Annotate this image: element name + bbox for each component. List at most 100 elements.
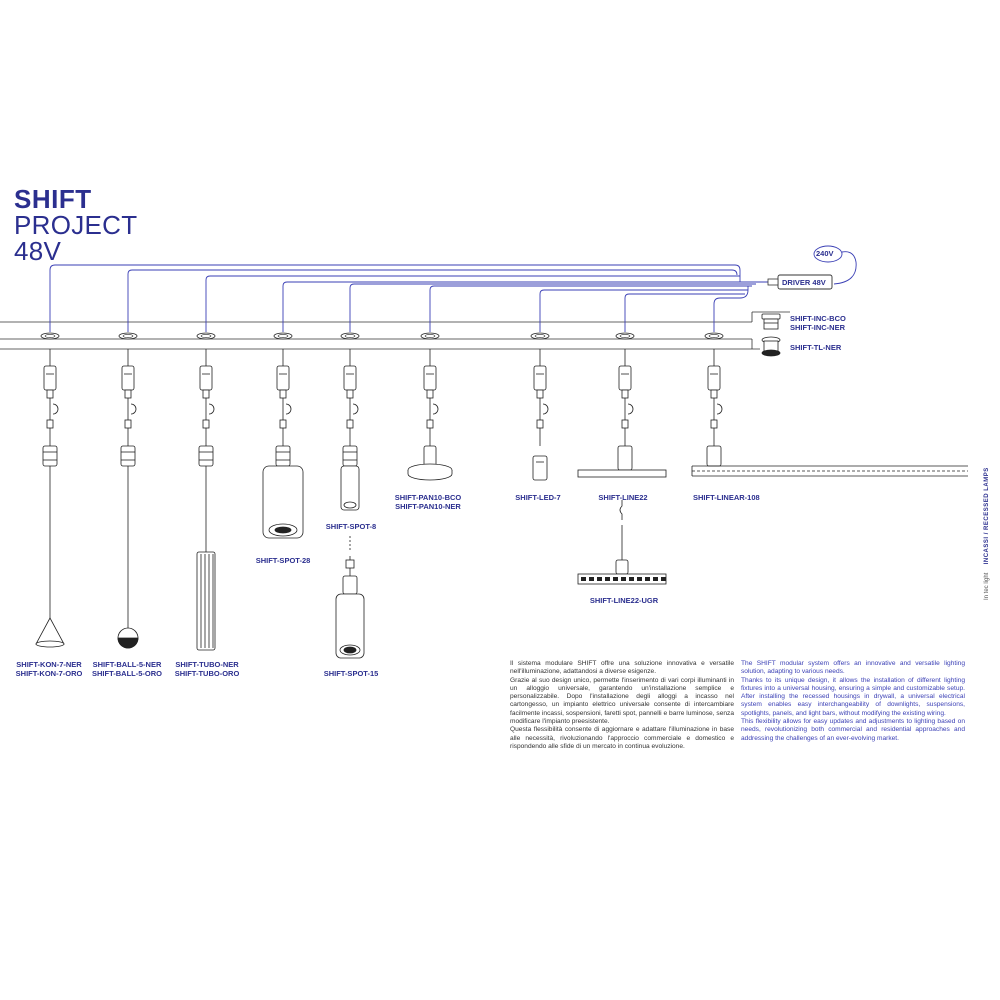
title-voltage: 48V bbox=[14, 236, 62, 266]
fixture-head bbox=[615, 559, 629, 575]
ceiling-housing-inner bbox=[44, 334, 56, 338]
connector-plug bbox=[426, 389, 434, 399]
driver-label: DRIVER 48V bbox=[782, 278, 826, 287]
ceiling-housing-inner bbox=[200, 334, 212, 338]
connector-box bbox=[43, 365, 57, 391]
fixture-head bbox=[342, 575, 358, 595]
label-spot8: SHIFT-SPOT-8 bbox=[325, 522, 377, 531]
ball-bottom bbox=[117, 637, 139, 649]
title-shift: SHIFT bbox=[14, 184, 92, 214]
description-it-p1: Il sistema modulare SHIFT offre una solu… bbox=[510, 660, 734, 676]
fixture-head bbox=[198, 445, 214, 467]
title-block: SHIFT PROJECT 48V bbox=[14, 186, 137, 264]
ugr-cell bbox=[645, 577, 650, 581]
connector-box bbox=[276, 365, 290, 391]
fixture-head bbox=[342, 445, 358, 467]
connector-plug bbox=[710, 389, 718, 399]
ugr-cell bbox=[661, 577, 666, 581]
connector-plug bbox=[46, 389, 54, 399]
label-kon-ner: SHIFT-KON-7-NER bbox=[16, 660, 82, 669]
label-kon-oro: SHIFT-KON-7-ORO bbox=[15, 669, 83, 678]
ugr-cell bbox=[589, 577, 594, 581]
ceiling-housing bbox=[118, 332, 138, 340]
description-en-p1: The SHIFT modular system offers an innov… bbox=[741, 660, 965, 676]
description-english: The SHIFT modular system offers an innov… bbox=[741, 660, 965, 743]
plug bbox=[345, 559, 355, 569]
label-ball-ner: SHIFT-BALL-5-NER bbox=[92, 660, 162, 669]
tubo-body bbox=[196, 551, 216, 651]
clip-ring bbox=[542, 403, 549, 415]
label-spot15: SHIFT-SPOT-15 bbox=[323, 669, 379, 678]
clip-ring bbox=[716, 403, 723, 415]
ceiling-housings bbox=[40, 332, 724, 340]
label-pan10: SHIFT-PAN10-BCO SHIFT-PAN10-NER bbox=[388, 493, 468, 511]
voltage-label: 240V bbox=[816, 249, 834, 258]
ugr-cell bbox=[605, 577, 610, 581]
wiring-lines bbox=[49, 251, 857, 332]
plug bbox=[426, 419, 434, 429]
clip-ring bbox=[52, 403, 59, 415]
clip-ring bbox=[285, 403, 292, 415]
spot15-body bbox=[335, 593, 365, 659]
ceiling-housing-inner bbox=[534, 334, 546, 338]
connector-plug bbox=[124, 389, 132, 399]
ugr-cell bbox=[653, 577, 658, 581]
housing-inc-bco: SHIFT-INC-BCO bbox=[790, 314, 846, 323]
ceiling-housing bbox=[340, 332, 360, 340]
ceiling-housing-inner bbox=[344, 334, 356, 338]
description-it-p2: Grazie al suo design unico, permette l'i… bbox=[510, 676, 734, 726]
plug bbox=[346, 419, 354, 429]
connector-plug bbox=[536, 389, 544, 399]
ceiling-housing bbox=[273, 332, 293, 340]
kon-cone bbox=[35, 617, 65, 645]
housing-label-inc: SHIFT-INC-BCO SHIFT-INC-NER bbox=[790, 314, 846, 332]
description-en-p3: This flexibility allows for easy updates… bbox=[741, 718, 965, 742]
description-it-p3: Questa flessibilità consente di aggiorna… bbox=[510, 726, 734, 750]
plug bbox=[710, 419, 718, 429]
connector-box bbox=[707, 365, 721, 391]
clip-ring bbox=[627, 403, 634, 415]
ceiling-housing bbox=[196, 332, 216, 340]
housing-tl-ner: SHIFT-TL-NER bbox=[790, 343, 842, 352]
clip-ring bbox=[130, 403, 137, 415]
fixture-head bbox=[617, 445, 633, 471]
clip-ring bbox=[352, 403, 359, 415]
fixture-head bbox=[706, 445, 722, 467]
title-project: PROJECT bbox=[14, 210, 138, 240]
connector-box bbox=[343, 365, 357, 391]
label-line22: SHIFT-LINE22 bbox=[598, 493, 648, 502]
ceiling-housing bbox=[40, 332, 60, 340]
connector-box bbox=[121, 365, 135, 391]
ceiling-housing-inner bbox=[277, 334, 289, 338]
side-section: INCASSI / RECESSED LAMPS bbox=[984, 467, 990, 565]
label-line22-ugr: SHIFT-LINE22-UGR bbox=[589, 596, 659, 605]
label-linear108: SHIFT-LINEAR-108 bbox=[693, 493, 760, 502]
label-spot28: SHIFT-SPOT-28 bbox=[255, 556, 311, 565]
ceiling-housing-inner bbox=[424, 334, 436, 338]
ugr-cell bbox=[597, 577, 602, 581]
plug bbox=[621, 419, 629, 429]
spot8-body bbox=[340, 465, 360, 511]
label-tubo-ner: SHIFT-TUBO-NER bbox=[175, 660, 239, 669]
clip-ring bbox=[208, 403, 215, 415]
plug bbox=[279, 419, 287, 429]
fixture-head bbox=[275, 445, 291, 467]
connector-box bbox=[423, 365, 437, 391]
ugr-cell bbox=[613, 577, 618, 581]
ugr-cell bbox=[637, 577, 642, 581]
ceiling-housing-inner bbox=[122, 334, 134, 338]
pan10-rim bbox=[407, 470, 453, 481]
connector-box bbox=[618, 365, 632, 391]
ceiling-bands bbox=[0, 311, 790, 350]
fixtures bbox=[35, 349, 723, 659]
led7-body bbox=[532, 455, 548, 481]
ugr-cell bbox=[621, 577, 626, 581]
linear-108-bar bbox=[691, 465, 968, 477]
label-ball-oro: SHIFT-BALL-5-ORO bbox=[92, 669, 162, 678]
ceiling-housing-inner bbox=[619, 334, 631, 338]
side-brand: In tec light bbox=[984, 572, 990, 600]
fixture-head bbox=[423, 445, 437, 467]
clip-ring bbox=[432, 403, 439, 415]
fixture-head bbox=[42, 445, 58, 467]
